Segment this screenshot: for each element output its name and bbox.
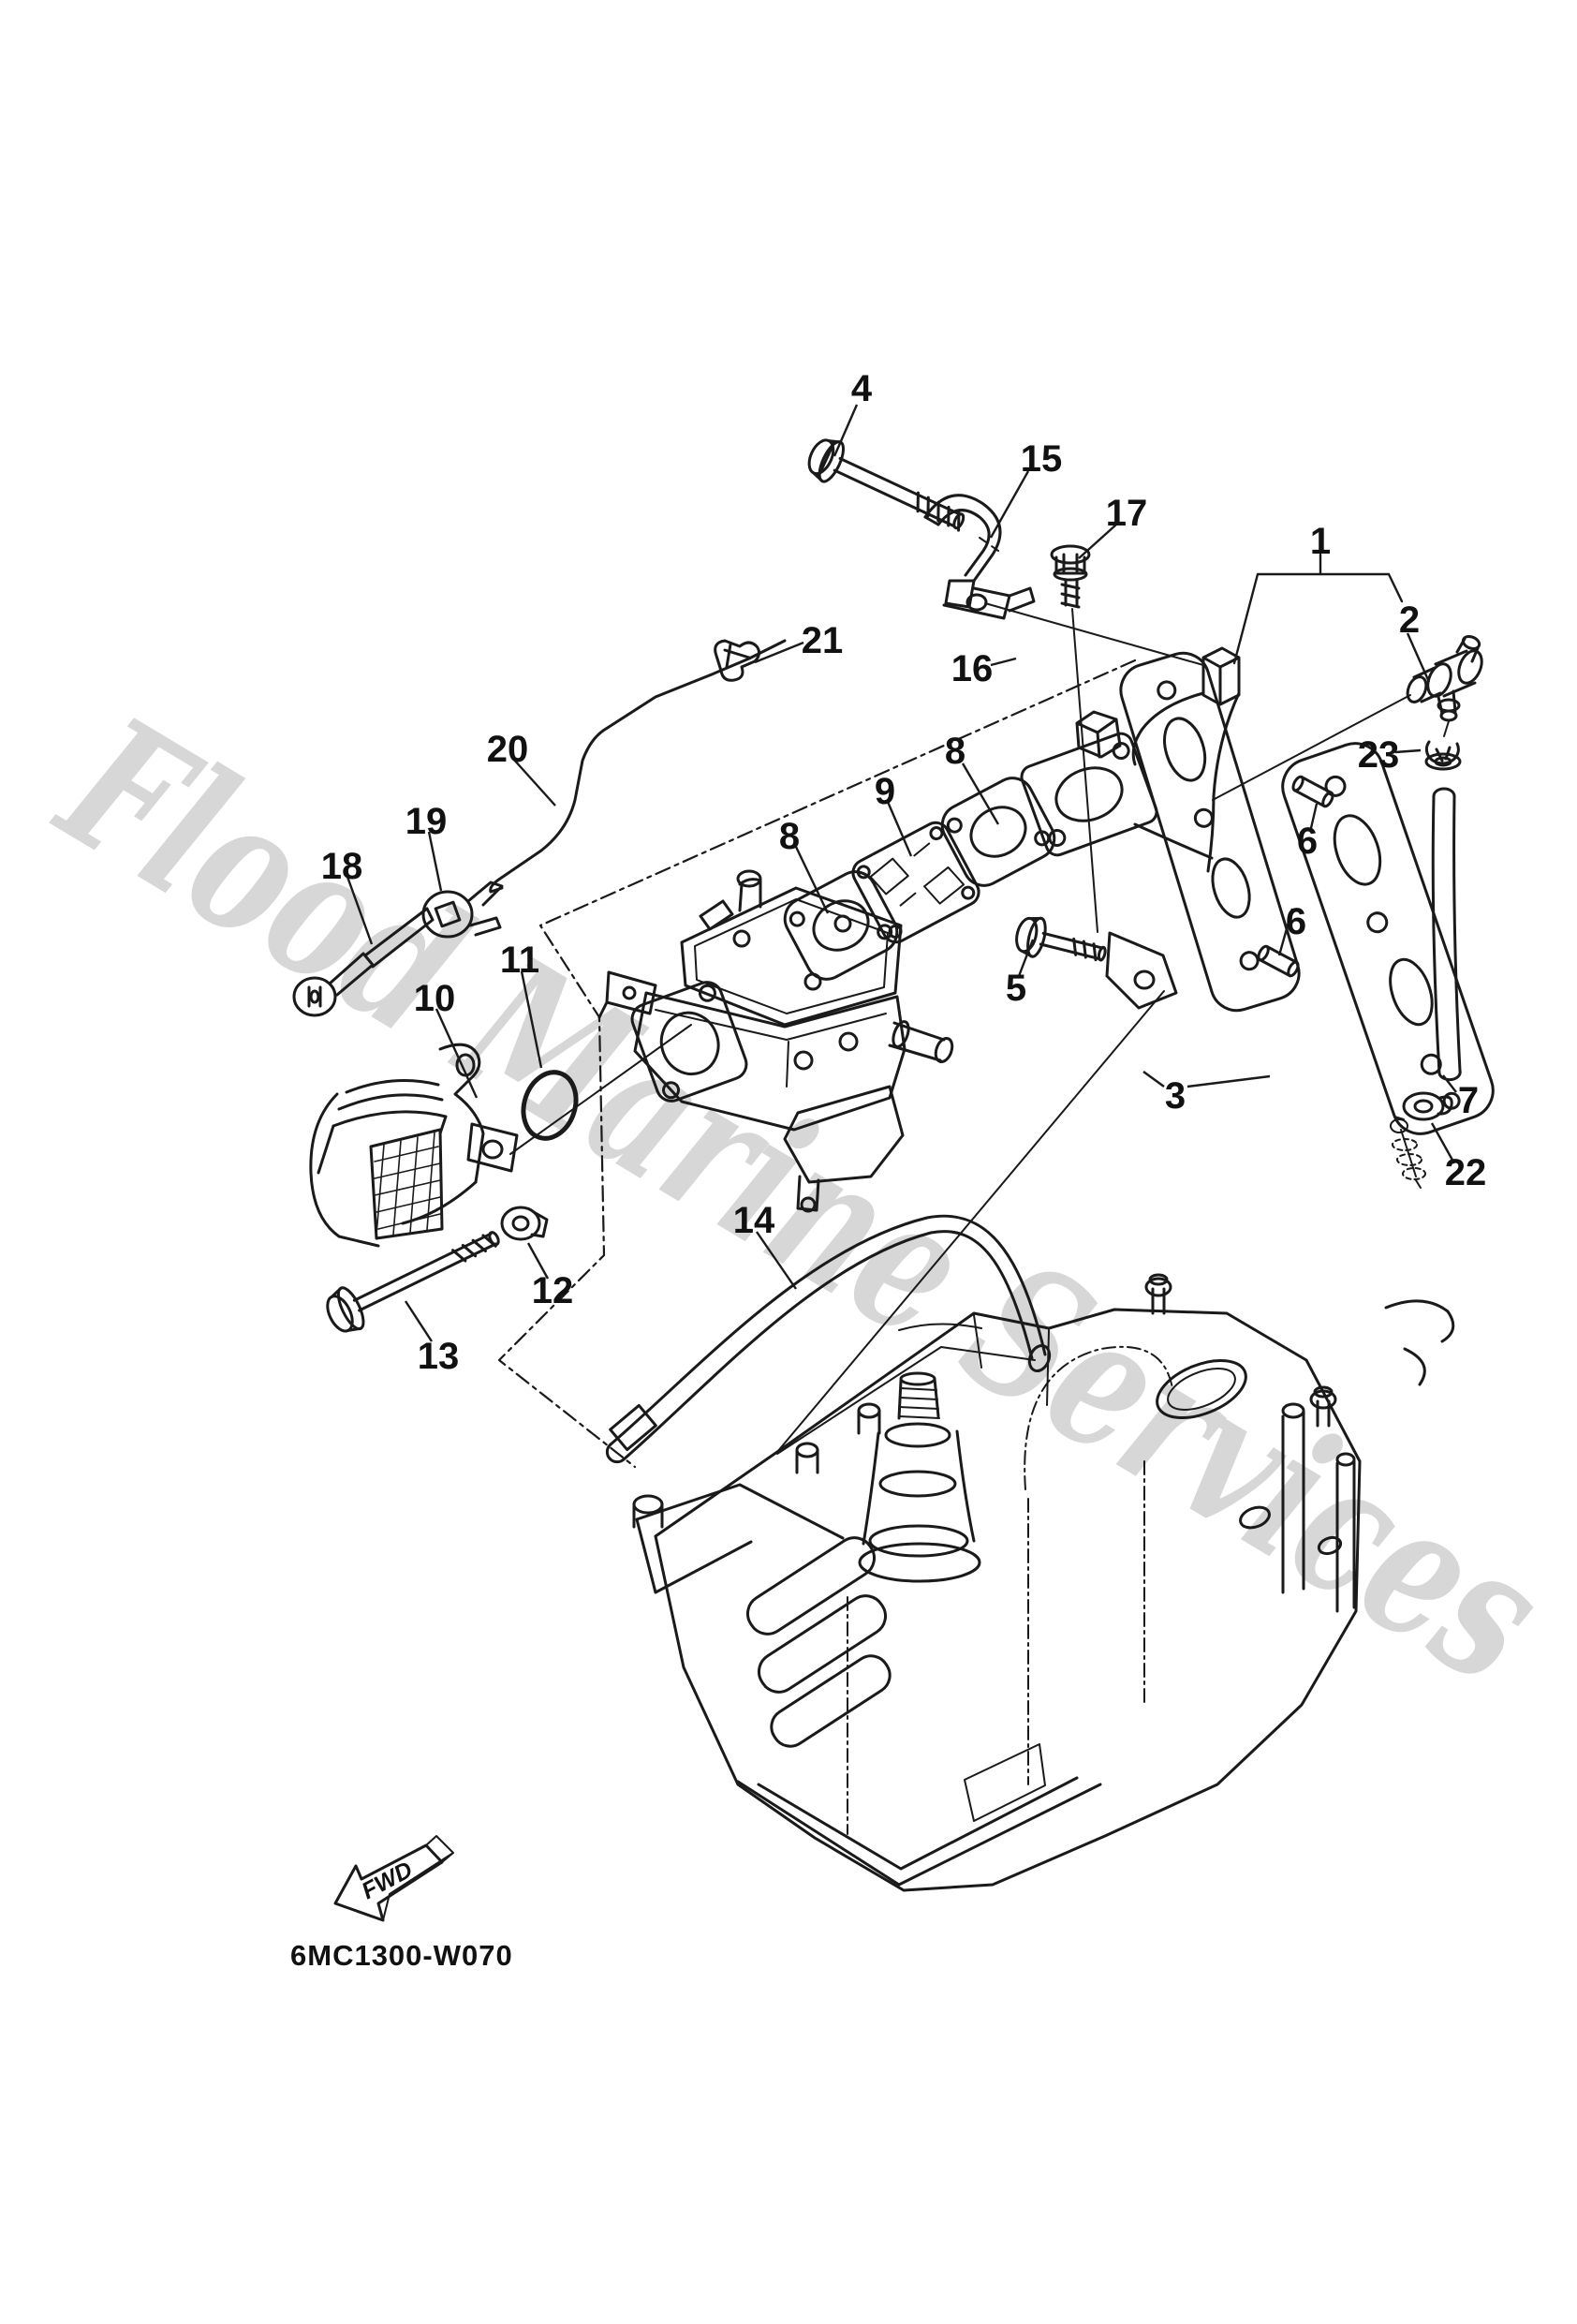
part-label-4: 4: [851, 368, 873, 409]
part-label-21: 21: [802, 620, 844, 661]
dowel-pin-6-upper-drawing: [1291, 775, 1334, 808]
leader-line: [1430, 1122, 1456, 1164]
part-label-9: 9: [875, 771, 895, 812]
leader-lines-layer: [346, 404, 1457, 1342]
leader-line: [1142, 1071, 1165, 1088]
pin-18-drawing: [292, 907, 435, 1017]
part-label-18: 18: [321, 846, 363, 887]
part-label-5: 5: [1006, 968, 1026, 1009]
leader-line: [346, 876, 374, 945]
label-1-bracket: [1232, 553, 1404, 665]
leader-line: [427, 831, 443, 892]
part-label-13: 13: [418, 1336, 460, 1377]
part-label-6: 6: [1297, 821, 1318, 862]
part-label-8: 8: [779, 816, 800, 857]
clamp-21-drawing: [714, 639, 761, 682]
fitting-2-drawing: [1406, 634, 1483, 722]
carburetor-drawing: [597, 869, 954, 1213]
leader-line: [989, 470, 1030, 539]
leader-line: [1442, 1074, 1457, 1093]
leader-line: [1186, 1074, 1271, 1088]
leader-line: [526, 1242, 550, 1280]
bolt-13-drawing: [326, 1231, 500, 1333]
leader-line: [794, 846, 830, 914]
part-label-22: 22: [1445, 1152, 1487, 1193]
leader-line: [1406, 632, 1431, 683]
leader-line: [1078, 524, 1117, 559]
reed-plate-9-drawing: [851, 821, 980, 944]
part-label-2: 2: [1399, 600, 1420, 641]
part-label-1: 1: [1310, 521, 1331, 562]
clamp-15-drawing: [923, 494, 1036, 620]
part-label-7: 7: [1458, 1080, 1479, 1121]
leader-line: [990, 657, 1017, 667]
hose-14-drawing: [605, 1214, 1052, 1464]
part-label-19: 19: [405, 801, 448, 842]
bolt-5-drawing: [1015, 916, 1107, 962]
leader-line: [1394, 748, 1422, 754]
engine-block-drawing: [632, 1273, 1455, 1892]
leader-line: [961, 762, 1000, 825]
tube-7-drawing: [1431, 787, 1462, 1082]
part-label-11: 11: [500, 940, 539, 981]
fitting-2-alignment-line: [1212, 694, 1411, 801]
rod-20-drawing: [489, 639, 787, 894]
fitting-clip-axis-line: [1443, 720, 1450, 737]
group-boundary-chain-line: [497, 659, 1137, 1469]
leader-line: [512, 758, 556, 807]
part-label-15: 15: [1021, 438, 1063, 480]
part-label-6: 6: [1286, 901, 1306, 942]
part-label-14: 14: [733, 1200, 775, 1241]
part-code-text: 6MC1300-W070: [290, 1939, 513, 1972]
leader-line: [754, 641, 804, 664]
leader-line: [435, 1008, 479, 1099]
part-label-16: 16: [951, 648, 994, 689]
part-label-20: 20: [487, 729, 529, 770]
clamp-15-alignment-line: [984, 602, 1204, 666]
part-label-17: 17: [1106, 493, 1148, 534]
part-label-8: 8: [945, 731, 965, 772]
dowel-pin-6-lower-drawing: [1257, 944, 1300, 978]
leader-line: [1017, 939, 1035, 977]
part-label-23: 23: [1358, 734, 1400, 776]
leader-line: [1309, 803, 1319, 829]
leader-line: [756, 1231, 797, 1290]
part-label-10: 10: [414, 978, 456, 1019]
bolt-4-drawing: [807, 438, 965, 532]
part-label-12: 12: [532, 1270, 574, 1311]
fwd-arrow-icon: [333, 1835, 454, 1922]
cam-19-drawing: [421, 881, 504, 939]
diagram-artwork: [292, 438, 1495, 1922]
manifold-1-drawing: [1020, 646, 1301, 1013]
bushing-12-drawing: [500, 1206, 549, 1241]
bolt-17-drawing: [1050, 544, 1091, 609]
leader-line: [404, 1300, 434, 1342]
leader-line: [886, 801, 913, 857]
leader-line: [520, 970, 543, 1069]
o-ring-11-drawing: [521, 1070, 579, 1141]
grommet-22-drawing: [1390, 1091, 1453, 1189]
leader-line: [1277, 908, 1294, 956]
leader-line: [833, 404, 859, 457]
clip-23-drawing: [1424, 740, 1462, 771]
gasket-8-left-drawing: [783, 870, 899, 981]
part-label-3: 3: [1165, 1075, 1186, 1117]
